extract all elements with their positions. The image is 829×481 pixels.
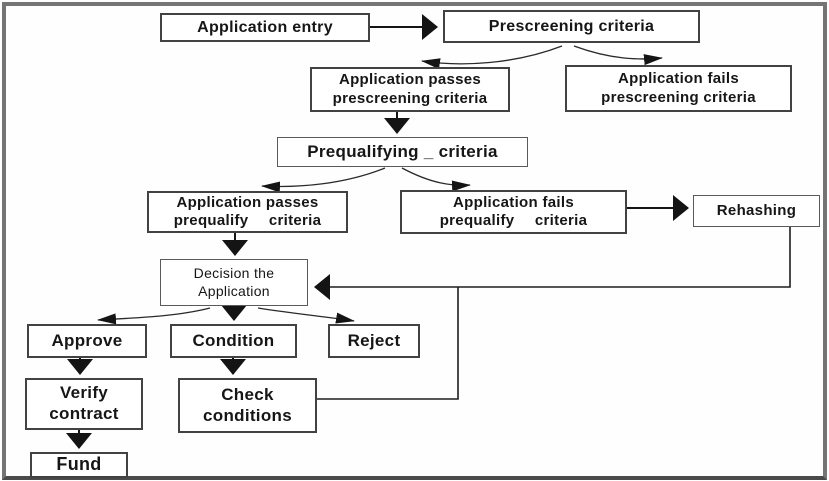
node-label-line1: Decision the <box>193 265 275 282</box>
node-label-line1: Application fails <box>618 70 739 88</box>
node-label-line1: Application passes <box>176 193 319 211</box>
edge-prescreening-passes <box>421 45 563 70</box>
node-label: Rehashing <box>716 201 797 219</box>
edge-decision-approve <box>97 307 211 325</box>
node-fund: Fund <box>30 452 128 478</box>
node-label-line2: prescreening criteria <box>601 88 756 106</box>
node-reject: Reject <box>328 324 420 358</box>
node-application-fails-prescreening: Application fails prescreening criteria <box>565 65 792 112</box>
node-label-line1: Verify <box>59 383 109 403</box>
node-decision-the-application: Decision the Application <box>160 259 308 306</box>
node-label-line2: contract <box>49 404 119 423</box>
node-check-conditions: Check conditions <box>178 378 317 433</box>
node-label: Approve <box>51 330 123 350</box>
edge-decision-reject <box>257 307 355 324</box>
node-label: Condition <box>192 330 275 350</box>
node-application-passes-prescreening: Application passes prescreening criteria <box>310 67 510 112</box>
edge-rehashing-decision <box>314 227 791 300</box>
node-label: Prequalifying _ criteria <box>307 141 498 161</box>
node-application-fails-prequalify: Application fails prequalify criteria <box>400 190 627 234</box>
node-condition: Condition <box>170 324 297 358</box>
node-prescreening-criteria: Prescreening criteria <box>443 10 700 43</box>
node-application-passes-prequalify: Application passes prequalify criteria <box>147 191 348 233</box>
edge-check-feedback <box>317 287 459 400</box>
node-label-line2: conditions <box>203 405 292 425</box>
node-approve: Approve <box>27 324 147 358</box>
node-label-line2: prescreening criteria <box>332 89 488 107</box>
node-label-line2: Application <box>198 282 270 299</box>
node-label: Application entry <box>197 18 333 36</box>
node-label: Fund <box>56 454 102 475</box>
edge-prequalifying-passes <box>261 167 386 193</box>
node-label-line1: Application fails <box>453 193 574 211</box>
node-label-line2: prequalify criteria <box>173 212 322 229</box>
node-label-line2: prequalify criteria <box>439 212 588 229</box>
node-application-entry: Application entry <box>160 13 370 42</box>
node-label-line1: Check <box>221 384 274 404</box>
node-label-line1: Application passes <box>338 71 482 89</box>
node-rehashing: Rehashing <box>693 195 820 227</box>
edge-prescreening-fails <box>573 45 663 66</box>
node-label: Reject <box>347 330 401 350</box>
node-label: Prescreening criteria <box>488 17 655 35</box>
edge-prequalifying-fails <box>401 167 471 192</box>
node-prequalifying-criteria: Prequalifying _ criteria <box>277 137 528 167</box>
node-verify-contract: Verify contract <box>25 378 143 430</box>
